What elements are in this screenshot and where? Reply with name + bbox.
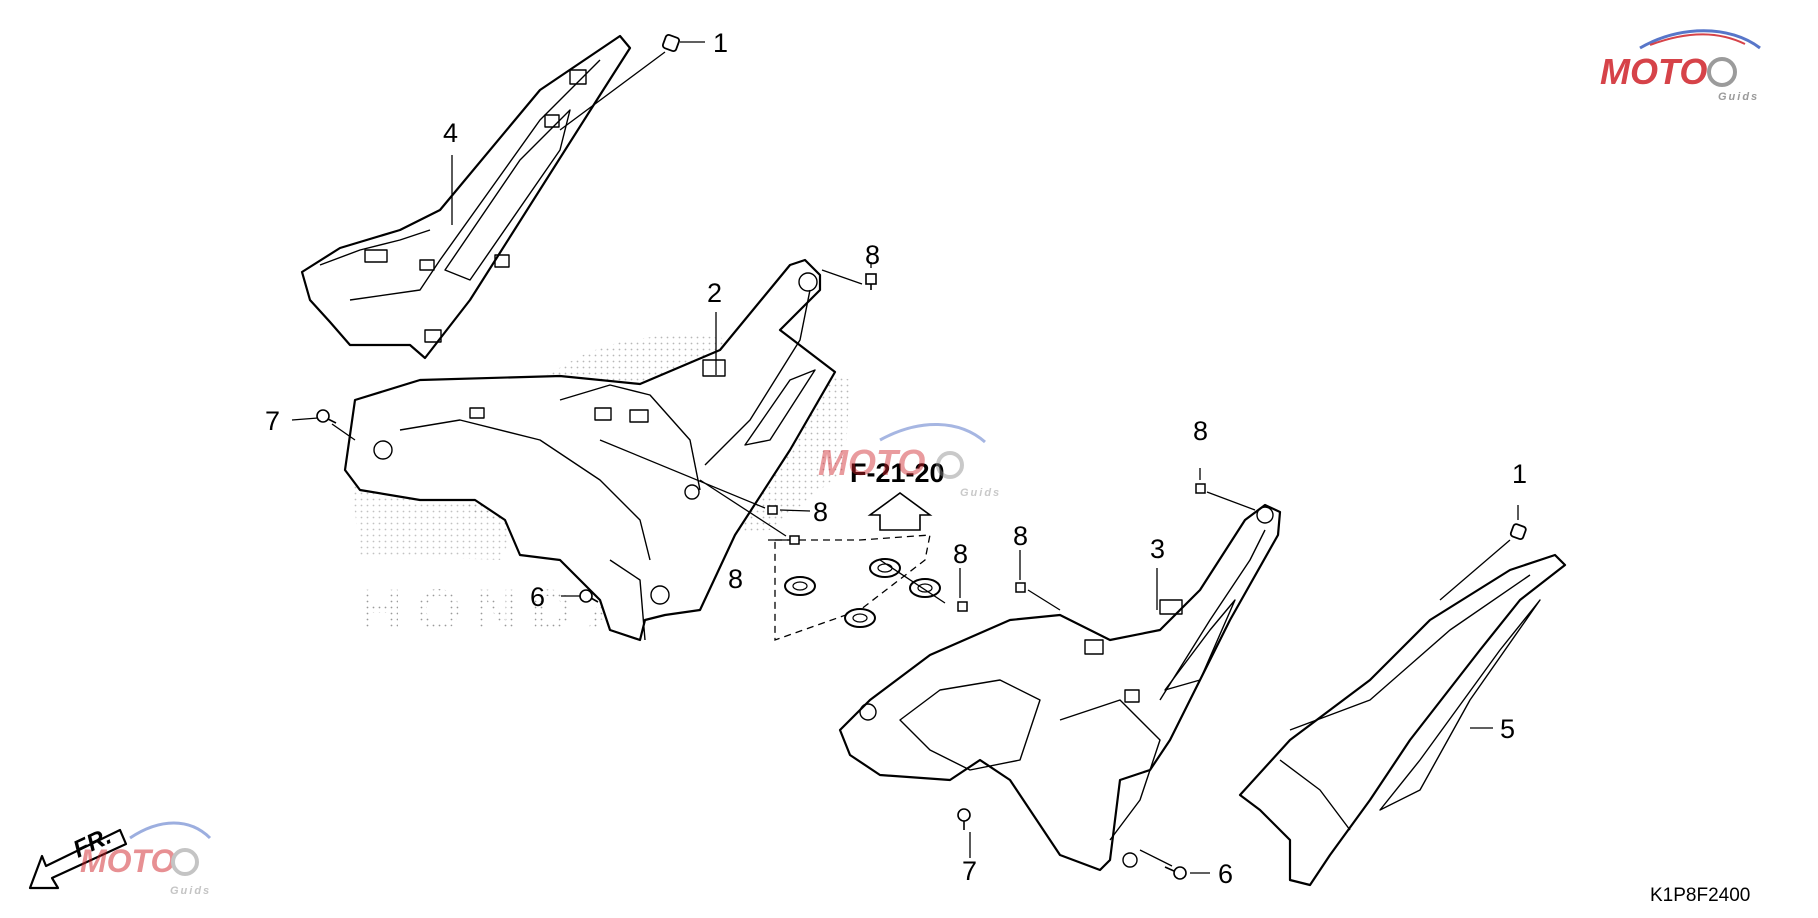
bolt <box>1015 582 1026 593</box>
reference-arrow <box>867 492 933 531</box>
watermark-sub: Guids <box>170 885 211 897</box>
callout-numbers: 1 4 8 2 7 8 8 8 6 8 8 3 1 5 7 6 <box>265 28 1527 889</box>
grommet <box>909 578 941 598</box>
bolt <box>957 601 968 612</box>
reference-label: F-21-20 <box>850 458 945 488</box>
watermark-brand: MOTO <box>818 442 925 483</box>
part-5-cover <box>1238 553 1567 887</box>
watermark-logo-top-right: MOTO Guids <box>1600 29 1761 103</box>
part-2-frame <box>343 258 837 642</box>
callout-8-mid-a: 8 <box>813 497 828 527</box>
callout-3: 3 <box>1150 534 1165 564</box>
callout-8-right-top: 8 <box>1193 416 1208 446</box>
watermark-sub: Guids <box>1718 91 1759 103</box>
grommet <box>869 558 901 578</box>
callout-7-bottom: 7 <box>962 856 977 886</box>
callout-8-mid-b: 8 <box>953 539 968 569</box>
callout-2: 2 <box>707 278 722 308</box>
watermark-brand: MOTO <box>1600 51 1707 92</box>
callout-6-right: 6 <box>1218 859 1233 889</box>
grommet <box>844 608 876 628</box>
fasteners <box>316 33 1527 880</box>
leader-lines <box>291 41 1519 874</box>
bolt <box>316 409 337 424</box>
bolt <box>865 273 877 290</box>
bolt <box>789 535 800 545</box>
clip <box>661 33 681 53</box>
grommet-group <box>774 534 941 641</box>
callout-1-top: 1 <box>713 28 728 58</box>
diagram-code: K1P8F2400 <box>1650 885 1750 906</box>
watermark-logo-bottom-left: MOTO Guids <box>80 821 212 897</box>
bolt <box>767 505 778 515</box>
part-4-cover <box>300 34 632 360</box>
callout-6-left: 6 <box>530 582 545 612</box>
gear-icon <box>1707 57 1737 87</box>
callout-5: 5 <box>1500 714 1515 744</box>
callout-8-mid-c: 8 <box>728 564 743 594</box>
bolt <box>1164 866 1187 880</box>
gear-icon <box>171 848 199 876</box>
callout-1-right: 1 <box>1512 459 1527 489</box>
callout-8-right-mid: 8 <box>1013 521 1028 551</box>
watermark-brand: MOTO <box>80 843 176 879</box>
watermark-sub: Guids <box>960 487 1001 499</box>
clip <box>1509 523 1527 541</box>
watermark-logo-center: MOTO Guids <box>818 423 1001 499</box>
background-brand-text: HONDA <box>360 578 643 643</box>
gear-icon <box>936 451 964 479</box>
front-arrow-icon <box>28 828 128 890</box>
callout-7-left: 7 <box>265 406 280 436</box>
bolt <box>1195 483 1206 494</box>
part-3-frame <box>838 503 1282 872</box>
grommet <box>784 576 816 596</box>
callout-8-top: 8 <box>865 240 880 270</box>
callout-4: 4 <box>443 118 458 148</box>
bolt <box>957 808 971 830</box>
